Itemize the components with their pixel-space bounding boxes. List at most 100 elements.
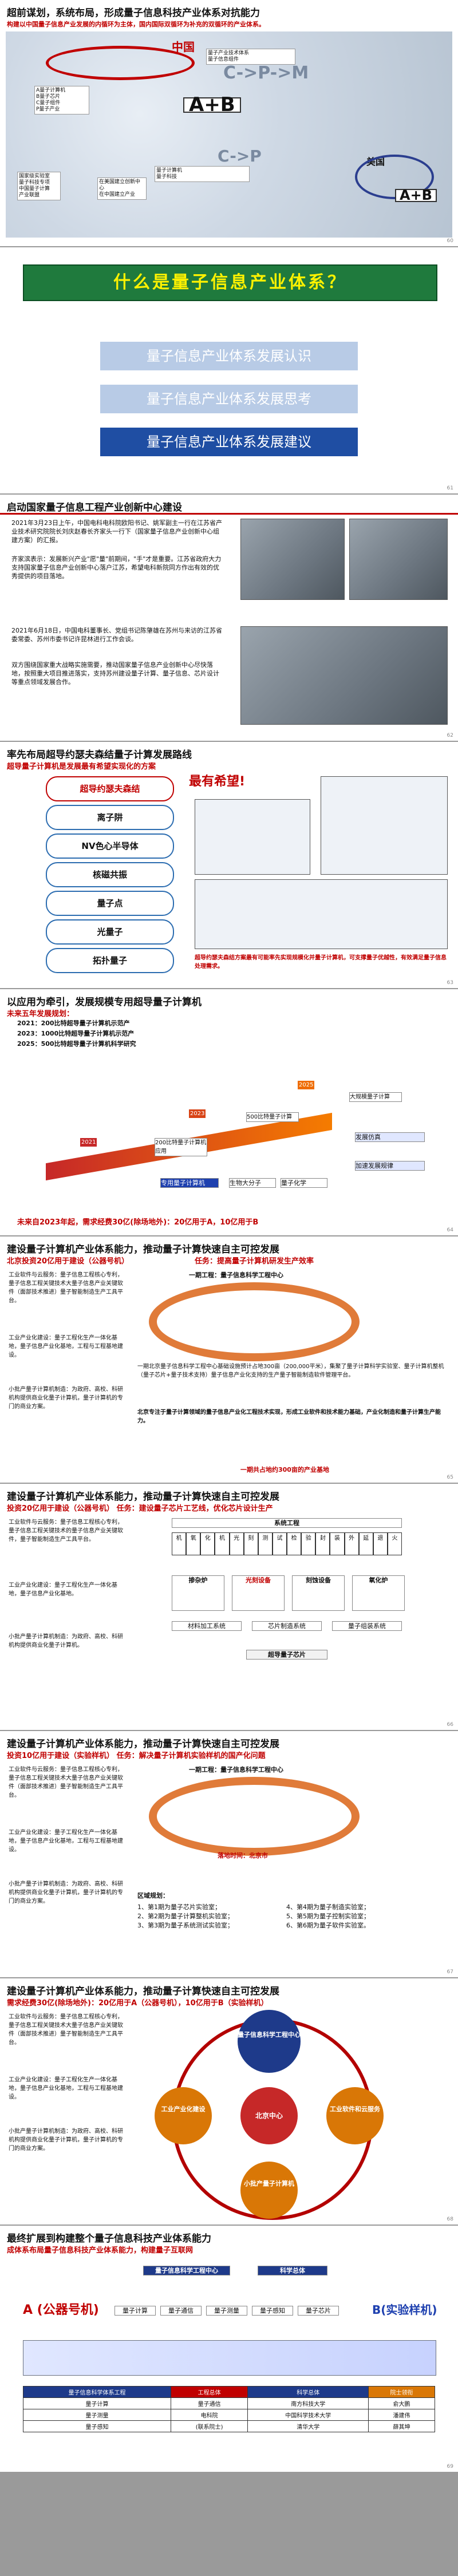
year-2023: 2023 [189,1109,206,1118]
step-1: 200比特量子计算机应用 [155,1138,207,1156]
plan-2025: 2025：500比特超导量子计算机科学研究 [17,1040,136,1048]
option-photonic: 光量子 [46,919,174,945]
chip-label: 超导量子芯片 [246,1650,327,1660]
slide-9: 建设量子计算机产业体系能力，推动量子计算快速自主可控发展 需求经费30亿(除场地… [0,1978,458,2225]
tool-cell: 外 [344,1532,359,1555]
table-cell: 量子通信 [170,2397,248,2409]
left-item-3: 小批产量子计算机制造：为政府、高校、科研机构提供商业化量子计算机。 [9,1634,123,1649]
option-quantum-dot: 量子点 [46,891,174,916]
region-item: 2、第2期为量子计算整机实验室； [137,1913,234,1920]
slide-subtitle: 成体系布局量子信息科技产业体系能力，构建量子互联网 [7,2246,194,2255]
slide-subtitle-2: 任务：提高量子计算机研发生产效率 [195,1257,314,1266]
left-item-2: 工业产业化建设：量子工程化生产一体化基地，量子信息产业化基地。 [9,1582,117,1597]
mid-box: 量子测量 [206,2306,247,2316]
tool-cell: 退 [373,1532,388,1555]
meeting-photo-1 [240,519,345,600]
slide-title: 最终扩展到构建整个量子信息科技产业体系能力 [7,2233,211,2245]
tool-cell: 氧 [186,1532,201,1555]
label-a: A (公器号机) [23,2303,99,2317]
slide-title: 率先布局超导约瑟夫森结量子计算发展路线 [7,749,192,761]
tool-cell: 火 [387,1532,402,1555]
left-box-item: A量子计算机 [36,88,66,93]
group-4: 氧化炉 [352,1575,405,1611]
year-2025: 2025 [298,1081,315,1089]
group-2: 光刻设备 [232,1575,285,1611]
table-header: 工程总体 [170,2386,248,2398]
meeting-photo-3 [240,626,448,725]
page-number: 68 [447,2217,453,2222]
table-cell: 潘建伟 [368,2409,435,2421]
middle-col-item: 在美国建立创新中心 [99,179,141,191]
region-item: 4、第4期为量子制造实验室； [286,1903,370,1911]
mid-box: 量子通信 [160,2306,202,2316]
left-item-2: 工业产业化建设：量子工程化生产一体化基地，量子信息产业化基地，工程与工程基地建设… [9,1335,123,1358]
step-2: 500比特量子计算 [246,1112,299,1122]
layer-fab: 芯片制造系统 [252,1621,322,1631]
slide-title: 启动国家量子信息工程产业创新中心建设 [7,502,182,513]
formula-cpm: C->P->M [223,63,309,83]
right-desc-2: 北京专注于量子计算领域的量子信息产业化工程技术实现，形成工业软件和技术能力基础，… [137,1409,441,1424]
table-header: 院士领衔 [368,2386,435,2398]
year-2021: 2021 [80,1138,97,1147]
page-number: 61 [447,485,453,491]
tool-cell-row: 机 氧 化 机 光 刻 测 试 检 验 封 装 外 延 退 火 [172,1532,402,1555]
section-button-3[interactable]: 量子信息产业体系发展建议 [100,428,358,456]
left-item-3: 小批产量子计算机制造：为政府、高校、科研机构提供商业化量子计算机，量子计算机的专… [9,2128,123,2152]
bottom-info-box: 量子计算机 量子科技 [155,166,250,182]
label-bio: 生物大分子 [229,1178,276,1188]
network-band [23,2340,436,2376]
tool-cell: 测 [258,1532,273,1555]
paragraph-4: 双方围绕国家重大战略实施需要，推动国家量子信息产业创新中心尽快落地，按照重大项目… [11,661,219,686]
diagram-panel-1 [195,799,310,875]
slide-6: 建设量子计算机产业体系能力，推动量子计算快速自主可控发展 北京投资20亿用于建设… [0,1236,458,1483]
left-col-box: 国家级实验室 量子科技专项 中国量子计算 产业联盟 [17,172,61,200]
left-item-2: 工业产业化建设：量子工程化生产一体化基地，量子信息产业化基地，工程与工程基地建设… [9,1830,123,1853]
site-note: 一期共占地约300亩的产业基地 [240,1466,329,1473]
slide-subtitle: 投资20亿用于建设（公器号机） 任务：建设量子芯片工艺线，优化芯片设计生产 [7,1504,273,1513]
table-cell: 量子计算 [23,2397,171,2409]
slide-subtitle: 投资10亿用于建设（实验样机） 任务：解决量子计算机实验样机的国产化问题 [7,1752,266,1760]
page-number: 69 [447,2464,453,2470]
left-col-item: 产业联盟 [19,192,40,198]
orbit-ring [46,46,195,80]
ab-label-usa: A+B [395,188,437,202]
slide-title: 建设量子计算机产业体系能力，推动量子计算快速自主可控发展 [7,1739,279,1750]
table-header: 科学总体 [247,2386,369,2398]
tool-cell: 封 [315,1532,330,1555]
table-cell: 薛其坤 [368,2420,435,2432]
table-cell: 中国科学技术大学 [247,2409,369,2421]
left-item-1: 工业软件与云服务：量子信息工程核心专利，量子信息工程关键技术大量子信息产业关键软… [9,2014,123,2046]
facility-ring [149,1777,360,1856]
table-cell: 量子感知 [23,2420,171,2432]
meeting-photo-2 [349,519,448,600]
slide-8: 建设量子计算机产业体系能力，推动量子计算快速自主可控发展 投资10亿用于建设（实… [0,1731,458,1977]
table-cell: 清华大学 [247,2420,369,2432]
facility-ring [149,1282,360,1361]
layer-material: 材料加工系统 [172,1621,242,1631]
slide-3: 启动国家量子信息工程产业创新中心建设 2021年3月23日上午，中国电科电科院欧… [0,495,458,741]
section-button-1[interactable]: 量子信息产业体系发展认识 [100,342,358,370]
left-item-1: 工业软件与云服务：量子信息工程核心专利，量子信息工程关键技术的量子信息产业关键软… [9,1519,123,1543]
region-item: 3、第3期为量子系统测试实验室； [137,1922,234,1929]
slide-title: 建设量子计算机产业体系能力，推动量子计算快速自主可控发展 [7,1491,279,1503]
left-item-2: 工业产业化建设：量子工程化生产一体化基地，量子信息产业化基地，工程与工程基地建设… [9,2077,123,2100]
tool-cell: 刻 [243,1532,258,1555]
ring-label: 一期工程：量子信息科学工程中心 [189,1766,283,1773]
box-line: 量子产业技术体系 [208,50,250,56]
formula-cp: C->P [218,147,262,165]
group-1: 掺杂炉 [172,1575,224,1611]
china-info-box: 量子产业技术体系 量子信息组件 [206,49,295,65]
slide-10: 最终扩展到构建整个量子信息科技产业体系能力 成体系布局量子信息科技产业体系能力，… [0,2226,458,2472]
left-box-item: C量子组件 [36,100,61,106]
mid-box: 量子感知 [252,2306,293,2316]
node-left: 工业产业化建设 [155,2087,212,2144]
left-item-3: 小批产量子计算机制造：为政府、高校、科研机构提供商业化量子计算机，量子计算机的专… [9,1386,123,1410]
label-chem: 量子化学 [281,1178,327,1188]
tool-cell: 试 [272,1532,287,1555]
top-box-1: 量子信息科学工程中心 [143,2266,230,2275]
step-3: 大规模量子计算 [349,1092,402,1102]
section-button-2[interactable]: 量子信息产业体系发展思考 [100,385,358,413]
option-nv-center: NV色心半导体 [46,833,174,859]
caption: 超导约瑟夫森结方案最有可能率先实现规模化并量子计算机，可支撑量子优越性，有效满足… [195,955,447,970]
page-number: 65 [447,1475,453,1480]
